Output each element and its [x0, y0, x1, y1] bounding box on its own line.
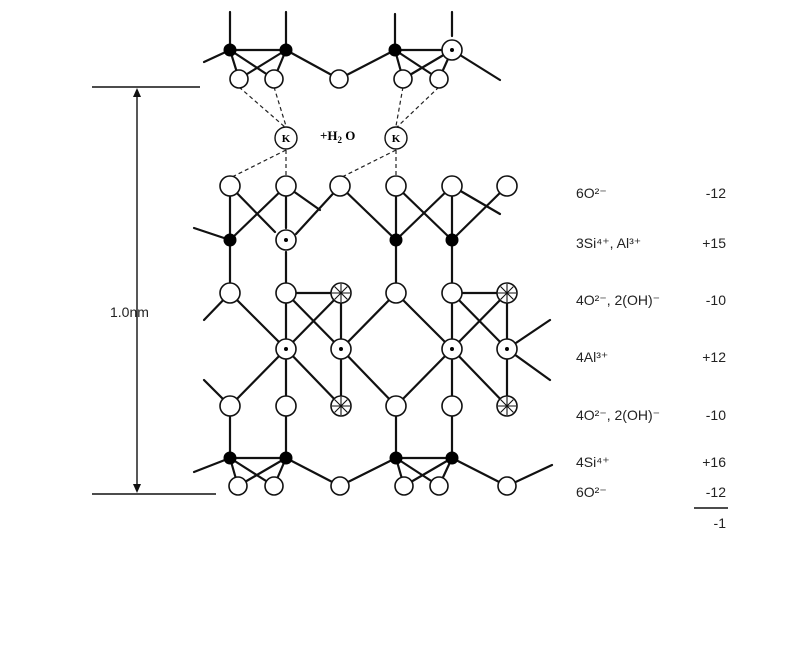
dimension-arrow-down: [133, 484, 141, 493]
silicon-atom: [224, 452, 236, 464]
silicon-atom: [446, 452, 458, 464]
bond: [396, 349, 452, 406]
oxygen-atom: [229, 477, 247, 495]
bond: [341, 349, 396, 406]
oxygen-atom: [395, 477, 413, 495]
oxygen-atom: [276, 396, 296, 416]
interlayer-bond: [230, 150, 286, 178]
interlayer-bond: [239, 87, 286, 128]
oxygen-atom: [386, 283, 406, 303]
bond: [396, 293, 452, 349]
aluminum-dot: [450, 347, 454, 351]
oxygen-atom: [265, 477, 283, 495]
oxygen-atom: [442, 283, 462, 303]
bond: [230, 349, 286, 406]
interlayer-bond: [274, 87, 286, 126]
oxygen-atom: [386, 396, 406, 416]
oxygen-atom: [330, 70, 348, 88]
bond: [341, 293, 396, 349]
oxygen-atom: [386, 176, 406, 196]
silicon-atom: [390, 234, 402, 246]
aluminum-dot: [505, 347, 509, 351]
layer-species-1: 6O²⁻: [576, 185, 607, 201]
oxygen-atom: [497, 176, 517, 196]
bond: [230, 293, 286, 349]
interlayer-bond: [396, 87, 403, 126]
layer-species-4: 4Al³⁺: [576, 349, 608, 365]
oxygen-atom: [220, 396, 240, 416]
layer-species-2: 3Si⁴⁺, Al³⁺: [576, 235, 641, 251]
water-label: +H2 O: [320, 128, 355, 145]
silicon-atom: [389, 44, 401, 56]
interlayer-bond: [340, 150, 396, 178]
oxygen-atom: [276, 283, 296, 303]
silicon-atom: [224, 234, 236, 246]
silicon-atom: [280, 452, 292, 464]
dimension-arrow-up: [133, 88, 141, 97]
potassium-label: K: [282, 133, 291, 145]
layer-labels: 6O²⁻ -12 3Si⁴⁺, Al³⁺ +15 4O²⁻, 2(OH)⁻ -1…: [576, 185, 728, 531]
dimension-label: 1.0nm: [110, 304, 149, 320]
interlayer-bond: [396, 87, 439, 128]
net-charge: -1: [714, 515, 727, 531]
layer-charge-7: -12: [706, 484, 726, 500]
oxygen-atom: [442, 396, 462, 416]
oxygen-atom: [230, 70, 248, 88]
oxygen-atom: [276, 176, 296, 196]
layer-charge-6: +16: [702, 454, 726, 470]
silicon-atom: [280, 44, 292, 56]
layer-species-5: 4O²⁻, 2(OH)⁻: [576, 407, 660, 423]
oxygen-atom: [220, 283, 240, 303]
layer-species-7: 6O²⁻: [576, 484, 607, 500]
aluminum-dot: [284, 238, 288, 242]
oxygen-atom: [265, 70, 283, 88]
oxygen-atom: [220, 176, 240, 196]
oxygen-atom: [430, 477, 448, 495]
oxygen-atom: [331, 477, 349, 495]
aluminum-dot: [450, 48, 454, 52]
layer-species-6: 4Si⁴⁺: [576, 454, 610, 470]
bond: [340, 186, 396, 240]
layer-species-3: 4O²⁻, 2(OH)⁻: [576, 292, 660, 308]
oxygen-atom: [430, 70, 448, 88]
aluminum-dot: [284, 347, 288, 351]
silicon-atom: [390, 452, 402, 464]
potassium-label: K: [392, 133, 401, 145]
dimension-marker: 1.0nm: [92, 87, 216, 494]
layer-charge-4: +12: [702, 349, 726, 365]
oxygen-atom: [330, 176, 350, 196]
silicon-atom: [224, 44, 236, 56]
layer-charge-2: +15: [702, 235, 726, 251]
aluminum-dot: [339, 347, 343, 351]
oxygen-atom: [442, 176, 462, 196]
silicon-atom: [446, 234, 458, 246]
layer-charge-5: -10: [706, 407, 726, 423]
oxygen-atom: [498, 477, 516, 495]
layer-charge-1: -12: [706, 185, 726, 201]
layer-charge-3: -10: [706, 292, 726, 308]
bond: [452, 349, 507, 406]
oxygen-atom: [394, 70, 412, 88]
bond: [286, 349, 341, 406]
